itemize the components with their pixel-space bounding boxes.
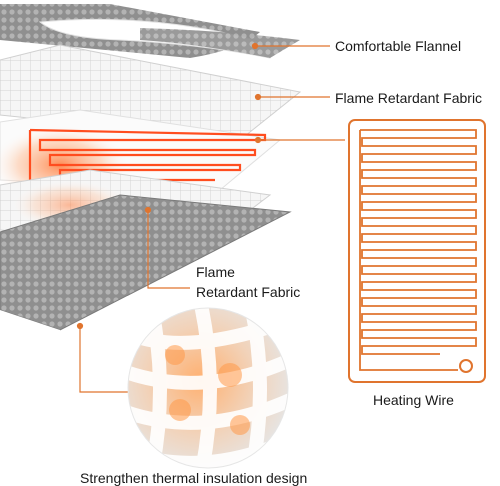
insulation-closeup bbox=[127, 307, 289, 469]
label-flame-retardant-mid-line2: Retardant Fabric bbox=[196, 284, 301, 300]
label-heating-wire: Heating Wire bbox=[373, 392, 454, 408]
flannel-layer bbox=[0, 4, 300, 59]
label-comfortable-flannel: Comfortable Flannel bbox=[335, 38, 462, 54]
label-flame-retardant-top: Flame Retardant Fabric bbox=[335, 90, 483, 106]
leader-lines bbox=[76, 42, 345, 393]
heating-wire-diagram bbox=[348, 119, 486, 383]
flannel-layer-bottom bbox=[0, 194, 292, 334]
caption-insulation-design: Strengthen thermal insulation design bbox=[80, 470, 308, 486]
label-flame-retardant-mid-line1: Flame bbox=[196, 264, 235, 280]
label-flame-retardant-mid: Flame Retardant Fabric bbox=[196, 262, 300, 302]
